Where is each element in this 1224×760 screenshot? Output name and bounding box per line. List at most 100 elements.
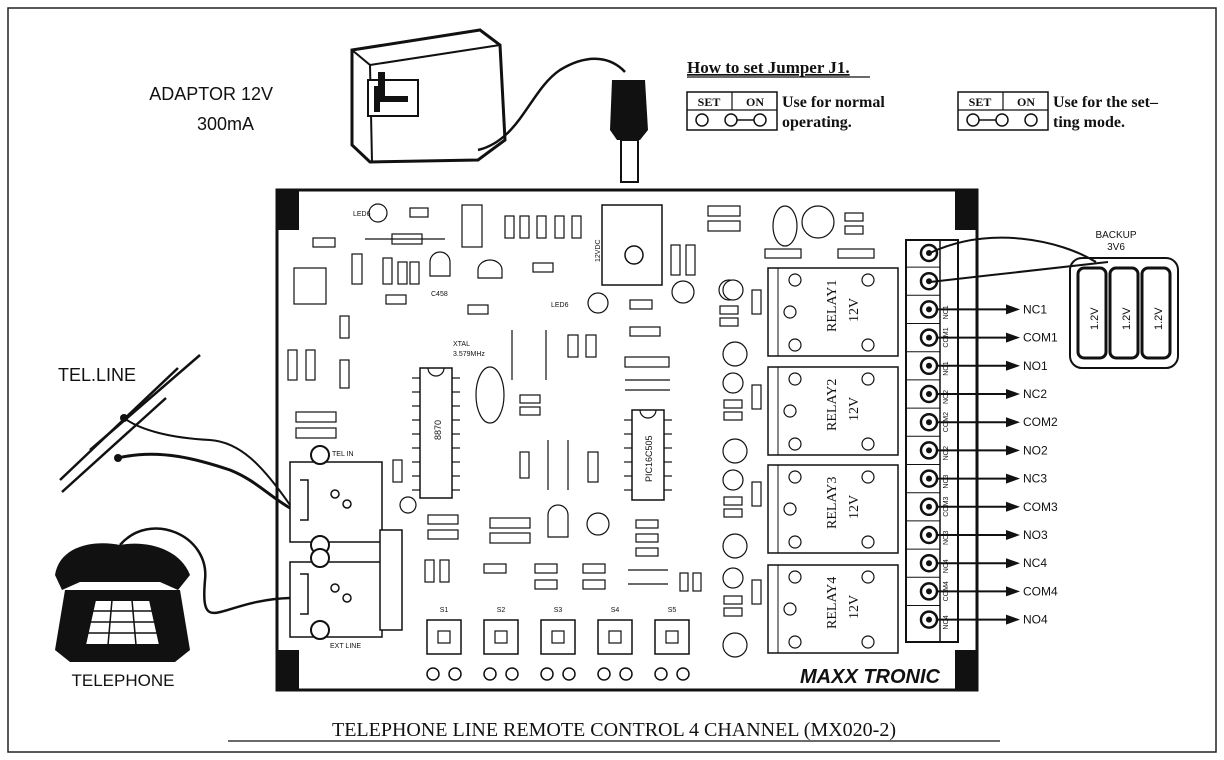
switch-s5: S5	[654, 607, 690, 681]
jumper-setting: SET ON Use for the set– ting mode.	[957, 91, 1159, 131]
dc-label: 12VDC	[595, 239, 602, 262]
arrow-icon	[1006, 389, 1020, 399]
terminal-label: NO1	[1023, 359, 1048, 373]
terminal-screw-center	[926, 334, 932, 341]
arrow-icon	[1006, 558, 1020, 569]
jumper-pin-icon	[966, 113, 980, 127]
switch-s4: S4	[597, 607, 633, 681]
led-label: LED6	[353, 211, 371, 218]
terminal-block	[905, 239, 959, 643]
xtal-label-1: XTAL	[453, 341, 470, 348]
jumper-pin-icon	[724, 113, 738, 127]
switch-s3: S3	[540, 607, 576, 681]
terminal-screw-center	[926, 391, 932, 397]
tel-line: TEL.LINE	[58, 354, 291, 510]
relay-driver-column	[722, 279, 762, 658]
relay-1: RELAY1 12V	[767, 267, 899, 357]
relay-3-label: RELAY3	[825, 477, 840, 529]
tel-line-label: TEL.LINE	[58, 365, 136, 385]
battery-cell: 1.2V	[1140, 266, 1172, 360]
terminal-screw-center	[926, 419, 932, 426]
dc-plug	[610, 80, 648, 140]
adaptor-label-1: ADAPTOR 12V	[149, 84, 273, 104]
relay-4: RELAY4 12V	[767, 564, 899, 654]
switch-label: S3	[554, 607, 563, 614]
relay-3: RELAY3 12V	[767, 464, 899, 554]
relay-4-label: RELAY4	[825, 577, 840, 629]
relay-2: RELAY2 12V	[767, 366, 899, 456]
terminal-com4: COM4 COM4	[936, 581, 1058, 601]
terminal-nc1: NC1 NC1	[936, 302, 1047, 319]
terminal-block-label: NO1	[943, 361, 950, 376]
adaptor: ADAPTOR 12V 300mA	[149, 28, 648, 183]
terminal-block-label: COM1	[943, 327, 950, 347]
terminal-label: NC3	[1023, 472, 1047, 486]
terminal-screw-center	[926, 560, 932, 567]
switch-s1: S1	[426, 607, 462, 681]
jumper-normal: SET ON Use for normal operating.	[686, 91, 885, 131]
arrow-icon	[1006, 304, 1020, 315]
ic-dtmf-label: 8870	[433, 420, 443, 440]
battery-cell-label: 1.2V	[1153, 307, 1165, 330]
terminal-screw-center	[926, 616, 932, 623]
backup-label-2: 3V6	[1107, 242, 1125, 253]
terminal-block-label: COM3	[943, 496, 950, 516]
caption: TELEPHONE LINE REMOTE CONTROL 4 CHANNEL …	[332, 719, 896, 741]
terminal-screw-center	[926, 532, 932, 538]
terminal-screw-center	[926, 588, 932, 595]
arrow-icon	[1006, 586, 1020, 597]
terminal-block-label: NO3	[943, 531, 950, 546]
pcb-board: LED6 C458	[275, 188, 979, 692]
terminal-label: COM4	[1023, 584, 1058, 598]
terminal-block-label: NC2	[943, 390, 950, 404]
brand-label: MAXX TRONIC	[800, 666, 941, 688]
terminal-screw-center	[926, 503, 932, 510]
terminal-label: COM2	[1023, 415, 1058, 429]
arrow-icon	[1006, 614, 1020, 625]
battery-cell-label: 1.2V	[1089, 307, 1101, 330]
terminal-block-label: COM4	[943, 581, 950, 601]
xtal-label-2: 3.579MHz	[453, 351, 485, 358]
terminal-screw-center	[926, 306, 932, 313]
switch-label: S1	[440, 607, 449, 614]
outer-frame	[7, 7, 1217, 753]
adaptor-cord	[477, 57, 626, 152]
terminal-label: NO2	[1023, 443, 1048, 457]
terminal-block-label: NC1	[943, 305, 950, 319]
terminal-label: NC1	[1023, 302, 1047, 316]
jumper-setting-set: SET	[969, 95, 992, 109]
jumper-setting-on: ON	[1017, 95, 1035, 109]
jumper-legend: How to set Jumper J1. SET ON Use for nor…	[686, 58, 1159, 131]
transistor-label: C458	[431, 291, 448, 298]
ic-mcu: PIC16C505	[624, 409, 672, 501]
jumper-pin-icon	[695, 113, 709, 127]
arrow-icon	[1006, 445, 1020, 456]
switch-label: S2	[497, 607, 506, 614]
terminal-screw-center	[926, 447, 932, 454]
dc-jack: 12VDC	[595, 204, 663, 286]
arrow-icon	[1006, 501, 1020, 512]
relay-1-label: RELAY1	[825, 280, 840, 332]
ic-mcu-label: PIC16C505	[644, 435, 654, 482]
terminal-label: NO4	[1023, 613, 1048, 627]
jumper-normal-text-2: operating.	[782, 114, 852, 131]
arrow-icon	[1006, 332, 1020, 343]
tel-in-label: TEL IN	[332, 451, 354, 458]
terminal-screw-center	[926, 475, 932, 482]
terminal-screw-center	[926, 362, 932, 369]
jumper-pin-icon	[1024, 113, 1038, 127]
switch-label: S5	[668, 607, 677, 614]
terminal-screw-center	[926, 250, 932, 256]
jumper-pin-icon	[995, 113, 1009, 127]
adaptor-label-2: 300mA	[197, 114, 254, 134]
terminal-block-label: NO4	[943, 615, 950, 630]
ic-dtmf: 8870	[412, 367, 460, 499]
top-components: LED6 C458	[287, 203, 582, 439]
arrow-icon	[1006, 530, 1020, 540]
switch-row: S1 S2 S3 S4	[426, 607, 690, 681]
relay-2-voltage: 12V	[847, 397, 862, 421]
mid-components: LED6	[392, 205, 875, 592]
